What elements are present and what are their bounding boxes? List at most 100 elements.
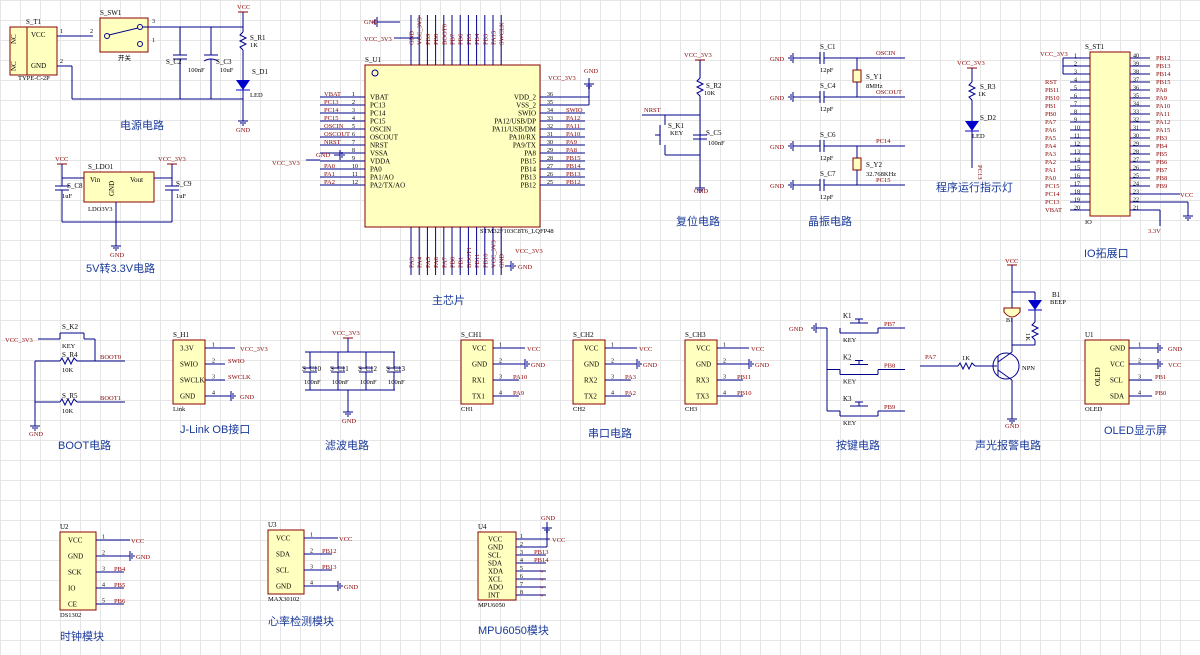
io-right-net: PB3	[1156, 135, 1167, 142]
io-pin-number: 14	[1074, 158, 1080, 164]
uart-pin-name: TX3	[696, 393, 709, 401]
heart-rows-pin-number: 2	[310, 549, 313, 555]
reset-title: 复位电路	[676, 214, 720, 228]
mcu-title: 主芯片	[432, 293, 465, 307]
r3-ref: S_R3	[980, 83, 996, 91]
mcu-right-net: SWIO	[566, 107, 583, 114]
mcu-pin-name: PB13	[520, 174, 536, 182]
svg-text:1: 1	[152, 38, 155, 44]
io-pin-number: 30	[1133, 134, 1139, 140]
power-vcc: VCC	[237, 4, 250, 11]
io-right-net: PA9	[1156, 95, 1167, 102]
uart-pin-number: 4	[611, 391, 614, 397]
io-pin-number: 37	[1133, 78, 1139, 84]
mcu-top-net: PB9	[425, 34, 432, 45]
heart-ref: U3	[268, 521, 277, 529]
jlink-body	[172, 339, 206, 405]
no-connect: ×	[540, 585, 544, 592]
io-right-net: PB12	[1156, 55, 1170, 62]
oled-value: OLED	[1085, 406, 1103, 413]
io-pin-number: 12	[1074, 142, 1080, 148]
io-right-net: PA12	[1156, 119, 1170, 126]
io-3v3: 3.3V	[1148, 228, 1161, 235]
clock-rows-net: GND	[136, 554, 150, 561]
io-left-net: RST	[1045, 79, 1057, 86]
mcu-pin-name: PA0	[370, 166, 382, 174]
mpu-pin-name: VCC	[488, 536, 503, 544]
uart-net: PA3	[625, 374, 636, 381]
heart-rows-net: PB13	[322, 564, 336, 571]
mcu-pin-name: PA11/USB/DM	[492, 126, 537, 134]
mcu-bot-net: GND	[499, 254, 506, 268]
keys-gnd: GND	[789, 326, 803, 333]
mcu-top-net: PB3	[482, 34, 489, 45]
uart-net: GND	[643, 362, 657, 369]
uart-pin-name: RX2	[584, 377, 598, 385]
clock-rows-net: PB5	[114, 582, 125, 589]
boot1-net: BOOT1	[100, 395, 121, 402]
boot-title: BOOT电路	[58, 439, 111, 452]
mcu-top-net: PB4	[474, 33, 481, 45]
key-net: PB7	[884, 321, 896, 328]
io-left-net: PA7	[1045, 119, 1057, 126]
crystal-gnd: GND	[770, 56, 784, 63]
key-ref: K1	[843, 312, 852, 320]
io-value: IO	[1085, 219, 1092, 226]
heart-rows-pin-name: SDA	[276, 551, 290, 559]
mcu-pin-name: PA12/USB/DP	[494, 118, 536, 126]
no-connect: ×	[540, 593, 544, 600]
io-pin-number: 33	[1133, 110, 1139, 116]
jlink-value: Link	[173, 406, 186, 413]
mcu-bot-net: PA5	[425, 257, 432, 268]
crystal-cap-ref: S_C1	[820, 43, 836, 51]
io-right-net: PB13	[1156, 63, 1170, 70]
clock-rows-net: VCC	[131, 538, 144, 545]
mcu-top-net: VCC_3V3	[417, 17, 424, 45]
io-left-net: PC14	[1045, 191, 1060, 198]
clock-value: DS1302	[60, 612, 81, 619]
key-ref: K2	[843, 354, 852, 362]
mcu-bot-net: PB11	[474, 254, 481, 268]
io-right-net: PB15	[1156, 79, 1170, 86]
buzzer-vcc: VCC	[1005, 258, 1018, 265]
mcu-bot-net: PA4	[417, 256, 424, 268]
c3-ref: S_C3	[216, 58, 232, 66]
uart-pin-number: 4	[499, 391, 502, 397]
io-pin-number: 20	[1074, 206, 1080, 212]
boot0-net: BOOT0	[100, 354, 121, 361]
jlink-pin-name: 3.3V	[180, 345, 194, 353]
max30102-body	[267, 529, 305, 595]
uart-ref: S_CH2	[573, 331, 594, 339]
mcu-pin-name: OSCOUT	[370, 134, 399, 142]
crystal-net: OSCIN	[876, 50, 896, 57]
ldo-gnd-pin: GND	[108, 181, 116, 196]
io-left-net: PA1	[1045, 167, 1056, 174]
io-pin-number: 39	[1133, 62, 1139, 68]
mcu-pin-name: PB12	[520, 182, 536, 190]
mcu-left-v33: VCC_3V3	[272, 160, 300, 167]
oled-pin-name: SCL	[1110, 377, 1123, 385]
io-left-net: VBAT	[1045, 207, 1062, 214]
ldo-value: LDO3V3	[88, 206, 113, 213]
t1-value: TYPE-C-2P	[18, 75, 50, 82]
uart-value: CH2	[573, 406, 585, 413]
mcu-left-gnd: GND	[316, 152, 330, 159]
mcu-pin-number: 28	[547, 156, 553, 162]
jlink-net: VCC_3V3	[240, 346, 268, 353]
crystal-cap-ref: S_C7	[820, 170, 836, 178]
mcu-top-net: PB7	[450, 33, 457, 45]
buzzer-gnd: GND	[1005, 423, 1019, 430]
reset-circuit: VCC_3V3 S_R2 10K NRST S_K1 KEY S_C5 100n…	[642, 52, 725, 228]
io-right-net: PA11	[1156, 111, 1170, 118]
crystal-cap-ref: S_C4	[820, 82, 836, 90]
t1-ref: S_T1	[26, 18, 42, 26]
oled-title: OLED显示屏	[1104, 424, 1167, 437]
mpu-net: PB14	[534, 557, 549, 564]
io-pin-number: 1	[1074, 54, 1077, 60]
boot-v33: VCC_3V3	[5, 337, 33, 344]
crystal-cap-ref: S_C6	[820, 131, 836, 139]
c5-ref: S_C5	[706, 129, 722, 137]
uart-net: VCC	[751, 346, 764, 353]
uart-pin-name: RX3	[696, 377, 710, 385]
